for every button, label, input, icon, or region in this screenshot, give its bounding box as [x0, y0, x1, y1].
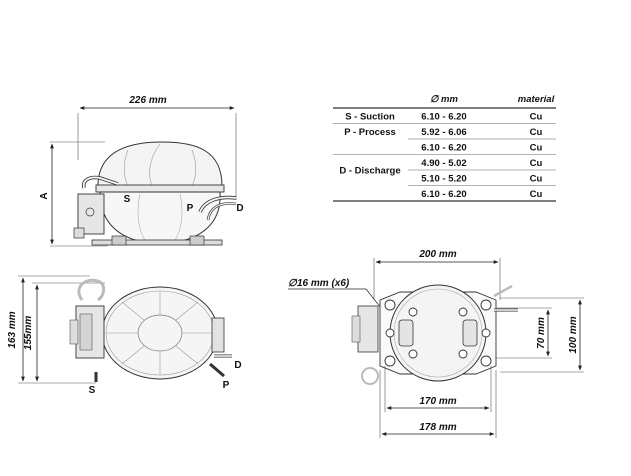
side-view: 226 mm A S P D: [39, 95, 244, 247]
side-width-dimension: 226 mm: [128, 95, 166, 106]
compressor-dome: [97, 141, 223, 187]
base-hole-dimension: 16 mm (x6): [297, 278, 350, 289]
top-port-p-label: P: [223, 380, 230, 391]
table-cell-material: Cu: [530, 158, 543, 169]
base-view: 200 mm ∅ 16 mm (x6): [288, 249, 584, 438]
table-row-label: S - Suction: [345, 111, 395, 122]
table-cell-diameter: 6.10 - 6.20: [421, 189, 466, 200]
top-inner-height-dimension: 155mm: [23, 316, 34, 351]
table-cell-diameter: 5.92 - 6.06: [421, 127, 466, 138]
table-cell-diameter: 6.10 - 6.20: [421, 111, 466, 122]
top-port-s-label: S: [89, 385, 96, 396]
terminal-box: [77, 193, 105, 235]
table-cell-diameter: 5.10 - 5.20: [421, 173, 466, 184]
table-cell-material: Cu: [530, 173, 543, 184]
base-width-mid-dimension: 170 mm: [419, 396, 456, 407]
base-height-outer-dimension: 100 mm: [568, 316, 579, 353]
base-width-bottom-dimension: 178 mm: [419, 422, 456, 433]
base-width-top-dimension: 200 mm: [418, 249, 456, 260]
top-port-d-label: D: [234, 360, 241, 371]
table-row-label: D - Discharge: [339, 166, 400, 177]
base-height-inner-dimension: 70 mm: [536, 317, 547, 349]
table-header-material: material: [518, 94, 555, 105]
side-height-label: A: [39, 192, 50, 199]
side-port-s-label: S: [124, 194, 131, 205]
side-port-d-label: D: [236, 203, 243, 214]
table-header-diameter: ∅ mm: [430, 94, 458, 105]
table-cell-material: Cu: [530, 111, 543, 122]
table-cell-diameter: 6.10 - 6.20: [421, 142, 466, 153]
table-cell-material: Cu: [530, 189, 543, 200]
table-cell-material: Cu: [530, 127, 543, 138]
side-port-p-label: P: [187, 203, 194, 214]
base-hole-dimension-symbol: ∅: [288, 278, 298, 289]
table-cell-material: Cu: [530, 142, 543, 153]
top-view: 163 mm 155mm S D P: [7, 275, 242, 396]
table-row-label: P - Process: [344, 127, 396, 138]
top-outer-height-dimension: 163 mm: [7, 311, 18, 348]
table-cell-diameter: 4.90 - 5.02: [421, 158, 466, 169]
